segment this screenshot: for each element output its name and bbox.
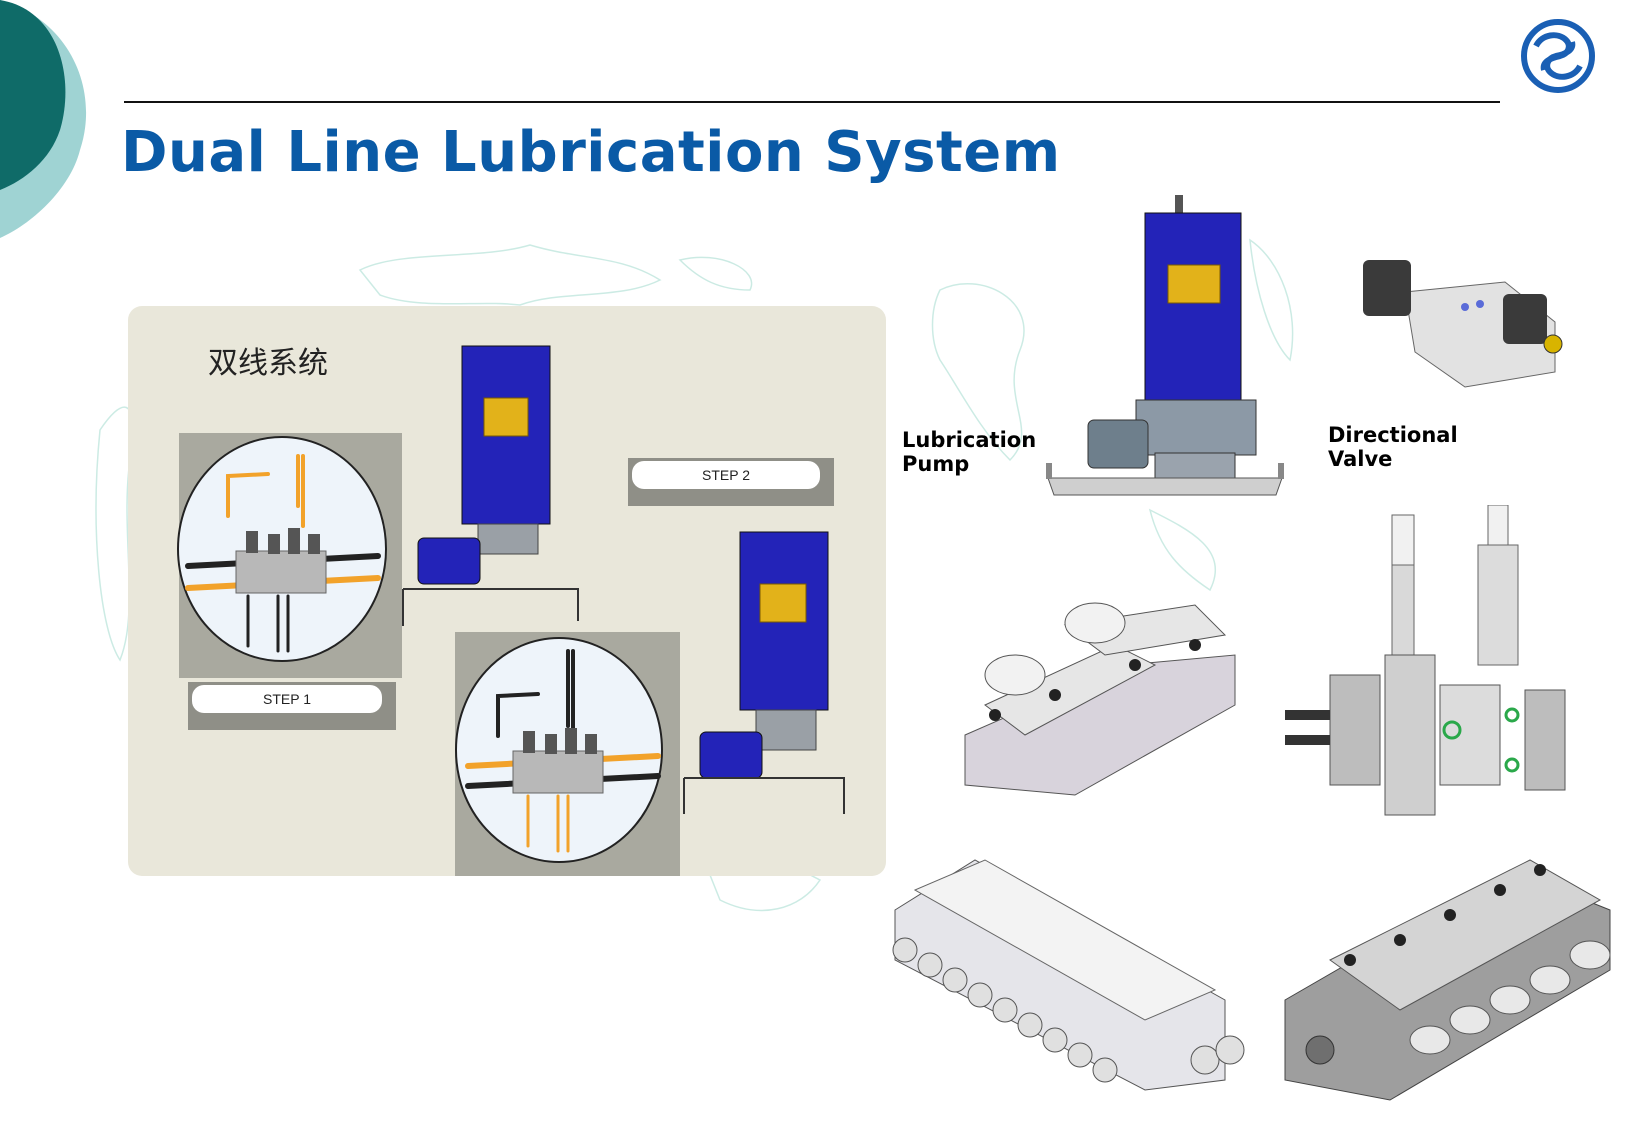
company-logo-icon[interactable] bbox=[1520, 18, 1596, 94]
slide-title: Dual Line Lubrication System bbox=[121, 120, 1061, 185]
directional-valve-image bbox=[1363, 260, 1563, 388]
header-divider bbox=[124, 101, 1500, 103]
system-schematic bbox=[177, 345, 845, 876]
dual-line-diagram-panel: 双线系统 STEP 1 STEP 2 bbox=[128, 306, 886, 876]
distributor-bank-short-image bbox=[1284, 859, 1611, 1101]
diagram-heading: 双线系统 bbox=[208, 346, 328, 381]
distributor-assembly-image bbox=[964, 602, 1236, 796]
directional-valve-caption: Directional Valve bbox=[1328, 423, 1458, 471]
caption-line: Pump bbox=[902, 452, 970, 476]
lubrication-pump-caption: Lubrication Pump bbox=[902, 428, 1036, 476]
lubrication-pump-image bbox=[1046, 195, 1284, 496]
caption-line: Directional bbox=[1328, 423, 1458, 447]
distributor-bank-long-image bbox=[892, 859, 1245, 1091]
step1-label: STEP 1 bbox=[192, 685, 382, 713]
step2-label-box: STEP 2 bbox=[628, 458, 834, 506]
exploded-distributor-image bbox=[1285, 505, 1566, 816]
step2-label: STEP 2 bbox=[632, 461, 820, 489]
caption-line: Lubrication bbox=[902, 428, 1037, 452]
corner-decoration bbox=[0, 0, 87, 238]
step1-valve-magnifier bbox=[177, 436, 387, 662]
pump-step2 bbox=[683, 531, 845, 814]
caption-line: Valve bbox=[1328, 447, 1393, 471]
step1-label-box: STEP 1 bbox=[188, 682, 396, 730]
pump-step1 bbox=[402, 345, 579, 626]
